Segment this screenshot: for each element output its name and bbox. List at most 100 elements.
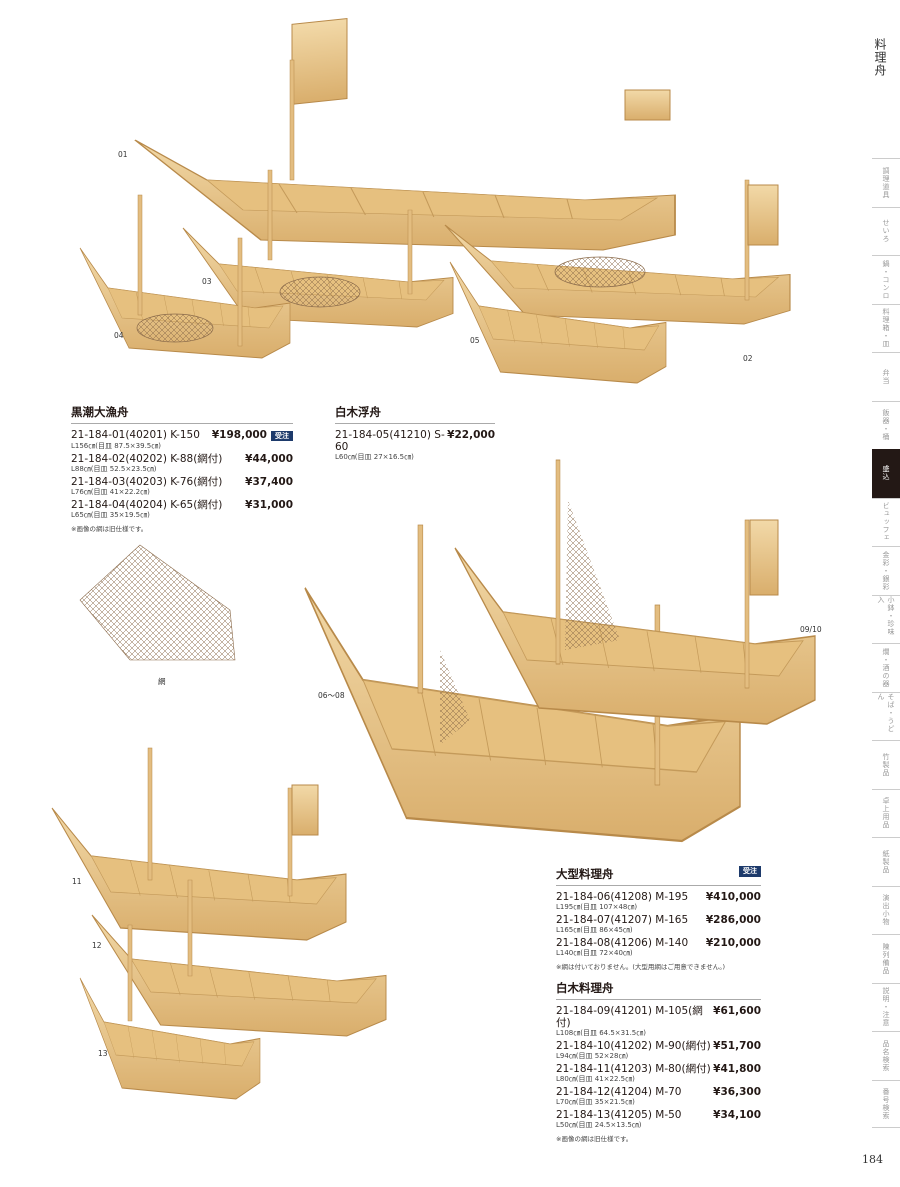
product-row: 21-184-02(40202) K-88(網付) ¥44,000 xyxy=(71,453,293,465)
sidebar-tab[interactable]: 陳列備品 xyxy=(872,934,900,983)
product-price: ¥210,000 xyxy=(705,937,761,949)
product-code: 21-184-08(41206) M-140 xyxy=(556,937,689,949)
sidebar-tab[interactable]: 鍋・コンロ xyxy=(872,255,900,304)
price-wrap: ¥34,100 xyxy=(713,1109,761,1121)
product-row: 21-184-09(41201) M-105(網付) ¥61,600 xyxy=(556,1005,761,1029)
product-row: 21-184-07(41207) M-165¥286,000 xyxy=(556,914,761,926)
sidebar-tab[interactable]: 説明・注意 xyxy=(872,982,900,1032)
photo-label-05: 05 xyxy=(470,336,480,345)
divider xyxy=(335,423,495,424)
price-wrap: ¥31,000 xyxy=(245,499,293,511)
sidebar-tab-label: 小鉢・珍味入 xyxy=(877,595,895,636)
photo-label-06-08: 06〜08 xyxy=(318,691,345,700)
sidebar-tab-label: 鍋・コンロ xyxy=(882,259,890,300)
sidebar-tab-label: 料理箱・皿 xyxy=(882,308,890,349)
price-wrap: ¥51,700 xyxy=(713,1040,761,1052)
sidebar-tab-label: 紙製品 xyxy=(882,849,890,874)
sidebar-tab[interactable]: そば・うどん xyxy=(872,691,900,741)
section-title: 料理舟 xyxy=(873,38,887,77)
sidebar-tab[interactable]: 小鉢・珍味入 xyxy=(872,594,900,644)
sidebar-tab[interactable]: 卓上用品 xyxy=(872,788,900,838)
sidebar-tab[interactable]: 飯器・桶 xyxy=(872,400,900,450)
photo-label-02: 02 xyxy=(743,354,753,363)
sidebar-tab-label: 弁当 xyxy=(882,368,890,385)
product-code: 21-184-10(41202) M-90(網付) xyxy=(556,1040,711,1052)
product-size: L70㎝(目皿 35×21.5㎝) xyxy=(556,1098,635,1106)
product-size: L140㎝(目皿 72×40㎝) xyxy=(556,949,633,957)
product-code: 21-184-01(40201) K-150 xyxy=(71,429,200,441)
sidebar-tab[interactable]: 品名検索 xyxy=(872,1031,900,1080)
sidebar-tab-label: 品名検索 xyxy=(882,1039,890,1072)
product-price: ¥286,000 xyxy=(705,914,761,926)
sidebar-tab[interactable]: 弁当 xyxy=(872,352,900,401)
sidebar-tab[interactable]: 番号検索 xyxy=(872,1079,900,1128)
sidebar-tab[interactable]: 竹製品 xyxy=(872,740,900,789)
photo-label-03: 03 xyxy=(202,277,212,286)
page-number: 184 xyxy=(862,1153,883,1166)
divider xyxy=(556,885,761,886)
product-code: 21-184-09(41201) M-105(網付) xyxy=(556,1005,703,1029)
product-code: 21-184-06(41208) M-195 xyxy=(556,891,689,903)
photo-label-01: 01 xyxy=(118,150,128,159)
sidebar-tab[interactable]: 調理道具 xyxy=(872,158,900,207)
made-to-order-badge: 受注 xyxy=(739,866,761,877)
product-row: 21-184-03(40203) K-76(網付) ¥37,400 xyxy=(71,476,293,488)
made-to-order-badge: 受注 xyxy=(271,431,293,441)
flag-board xyxy=(291,17,348,105)
sidebar-tab-label: 番号検索 xyxy=(882,1087,890,1120)
photo-label-net: 網 xyxy=(158,677,166,686)
block-title-row: 大型料理舟 受注 xyxy=(556,866,761,882)
product-code: 21-184-02(40202) K-88(網付) xyxy=(71,453,223,465)
sidebar-tab-label: 卓上用品 xyxy=(882,797,890,830)
product-size: L80㎝(目皿 41×22.5㎝) xyxy=(556,1075,635,1083)
product-size: L88㎝(目皿 52.5×23.5㎝) xyxy=(71,465,157,473)
divider xyxy=(71,423,293,424)
product-row: 21-184-06(41208) M-195 ¥410,000 xyxy=(556,891,761,903)
boat-photo-02 xyxy=(444,179,791,325)
category-sidebar: 調理道具せいろ鍋・コンロ料理箱・皿弁当飯器・桶盛込ビュッフェ金彩・銀彩小鉢・珍味… xyxy=(872,158,900,1128)
product-price: ¥44,000 xyxy=(245,453,293,465)
product-price: ¥198,000 xyxy=(211,429,267,441)
sidebar-tab[interactable]: せいろ xyxy=(872,206,900,256)
sidebar-tab[interactable]: 演出小物 xyxy=(872,885,900,935)
price-wrap: ¥37,400 xyxy=(245,476,293,488)
product-row: 21-184-11(41203) M-80(網付)¥41,800 xyxy=(556,1063,761,1075)
sidebar-tab[interactable]: 燗・酒の器 xyxy=(872,643,900,692)
product-code: 21-184-05(41210) S-60 xyxy=(335,429,445,453)
boat-photo-06-08 xyxy=(303,524,742,843)
sidebar-tab[interactable]: 料理箱・皿 xyxy=(872,303,900,353)
product-code: 21-184-13(41205) M-50 xyxy=(556,1109,682,1121)
product-code: 21-184-03(40203) K-76(網付) xyxy=(71,476,223,488)
sidebar-tab[interactable]: 紙製品 xyxy=(872,837,900,886)
sidebar-tab-label: 陳列備品 xyxy=(882,942,890,975)
block-title: 大型料理舟 xyxy=(556,867,614,881)
product-row: 21-184-13(41205) M-50 ¥34,100 xyxy=(556,1109,761,1121)
product-size: L108㎝(目皿 64.5×31.5㎝) xyxy=(556,1029,646,1037)
sidebar-tab[interactable]: ビュッフェ xyxy=(872,497,900,547)
sidebar-tab[interactable]: 盛込 xyxy=(872,449,900,498)
product-code: 21-184-11(41203) M-80(網付) xyxy=(556,1063,711,1075)
sidebar-tab-label: 演出小物 xyxy=(882,894,890,927)
price-wrap: ¥36,300 xyxy=(713,1086,761,1098)
note: ※画像の網は旧仕様です。 xyxy=(71,525,148,533)
price-wrap: ¥410,000 xyxy=(706,891,761,903)
product-row: 21-184-04(40204) K-65(網付)¥31,000 xyxy=(71,499,293,511)
product-price: ¥34,100 xyxy=(713,1109,761,1121)
product-code: 21-184-12(41204) M-70 xyxy=(556,1086,682,1098)
block-title: 白木浮舟 xyxy=(335,405,381,419)
product-size: L94㎝(目皿 52×28㎝) xyxy=(556,1052,629,1060)
product-size: L50㎝(目皿 24.5×13.5㎝) xyxy=(556,1121,642,1129)
sidebar-tab-label: 説明・注意 xyxy=(882,987,890,1028)
product-price: ¥410,000 xyxy=(705,891,761,903)
price-wrap: ¥286,000 xyxy=(706,914,761,926)
sidebar-tab[interactable]: 金彩・銀彩 xyxy=(872,546,900,595)
product-row: 21-184-12(41204) M-70 ¥36,300 xyxy=(556,1086,761,1098)
product-size: L76㎝(目皿 41×22.2㎝) xyxy=(71,488,150,496)
product-price: ¥61,600 xyxy=(713,1005,761,1017)
sidebar-tab-label: せいろ xyxy=(882,219,890,244)
price-wrap: ¥210,000 xyxy=(706,937,761,949)
note: ※網は付いておりません。(大型用網はご用意できません。) xyxy=(556,963,725,971)
